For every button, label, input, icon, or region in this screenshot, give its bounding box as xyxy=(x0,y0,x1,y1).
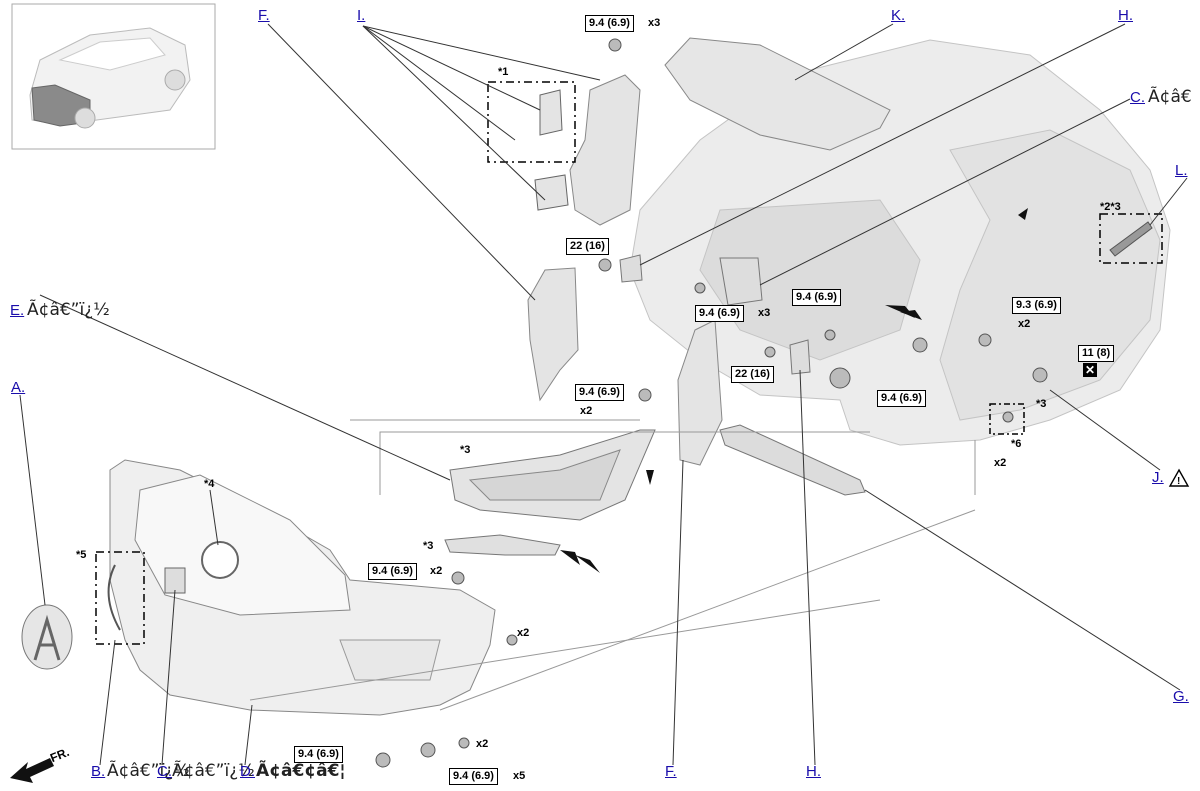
lower-trim xyxy=(444,534,561,556)
quantity: x2 xyxy=(430,565,443,577)
note-marker: *6 xyxy=(1011,438,1022,450)
quantity: x2 xyxy=(476,738,489,750)
torque-spec: 9.4 (6.9) xyxy=(695,305,744,322)
garbled-text-e: Ã¢â€”ï¿½ xyxy=(27,300,110,320)
front-arrow xyxy=(10,758,54,783)
note-marker: *3 xyxy=(423,540,434,552)
part-l-box xyxy=(1099,213,1163,264)
callout-g[interactable]: G. xyxy=(1173,688,1189,705)
garbled-text-c-bottom: Ã¢â€”ï¿½ xyxy=(172,761,255,781)
torque-spec: 9.3 (6.9) xyxy=(1012,297,1061,314)
callout-d[interactable]: D. xyxy=(240,763,255,780)
bracket-upper xyxy=(619,254,643,283)
note-marker: *5 xyxy=(76,549,87,561)
quantity: x3 xyxy=(758,307,771,319)
torque-spec: 9.4 (6.9) xyxy=(449,768,498,785)
quantity: x2 xyxy=(580,405,593,417)
quantity: x2 xyxy=(517,627,530,639)
bracket-lower xyxy=(789,339,811,375)
garbled-text-d: Ã¢â€¢â€¦ xyxy=(256,761,346,781)
bulkhead-cover xyxy=(664,37,891,151)
callout-l[interactable]: L. xyxy=(1175,162,1188,179)
torque-spec: 11 (8) xyxy=(1078,345,1115,362)
washer-reservoir xyxy=(569,74,641,226)
callout-h-top[interactable]: H. xyxy=(1118,7,1133,24)
washer-motor-box xyxy=(487,81,576,163)
torque-spec: 22 (16) xyxy=(566,238,609,255)
body-structure xyxy=(629,39,1171,446)
note-marker: *3 xyxy=(1036,398,1047,410)
part-6-box xyxy=(989,403,1025,435)
bumper-beam xyxy=(719,424,866,496)
garbled-text-c-top: Ã¢â€ xyxy=(1148,87,1192,107)
quantity: x2 xyxy=(994,457,1007,469)
callout-f-bottom[interactable]: F. xyxy=(665,763,677,780)
torque-spec: 9.4 (6.9) xyxy=(294,746,343,763)
callout-i[interactable]: I. xyxy=(357,7,366,24)
callout-j[interactable]: J. xyxy=(1152,469,1164,486)
callout-e[interactable]: E. xyxy=(10,302,25,319)
bracket-center xyxy=(719,257,763,306)
quantity: x2 xyxy=(1018,318,1031,330)
torque-spec: 9.4 (6.9) xyxy=(585,15,634,32)
callout-c-bottom[interactable]: C. xyxy=(157,763,172,780)
fasteners xyxy=(375,38,1048,768)
air-guide-left xyxy=(527,267,579,402)
note-marker: *3 xyxy=(460,444,471,456)
vehicle-thumbnail xyxy=(11,3,216,150)
callout-c-top[interactable]: C. xyxy=(1130,89,1145,106)
quantity: x5 xyxy=(513,770,526,782)
garbled-text-b: Ã¢â€”ï¿½ xyxy=(107,761,190,781)
torque-spec: 9.4 (6.9) xyxy=(575,384,624,401)
reference-lines xyxy=(249,419,976,711)
callout-a[interactable]: A. xyxy=(11,379,26,396)
svg-text:!: ! xyxy=(1177,476,1180,487)
do-not-reuse-icon: ✕ xyxy=(1083,363,1097,377)
note-marker: *1 xyxy=(498,66,509,78)
torque-spec: 9.4 (6.9) xyxy=(792,289,841,306)
warning-triangle-icon xyxy=(1168,468,1190,487)
note-marker: *4 xyxy=(204,478,215,490)
callout-b[interactable]: B. xyxy=(91,763,106,780)
callout-f-top[interactable]: F. xyxy=(258,7,270,24)
harness-box xyxy=(95,551,145,645)
leader-lines xyxy=(19,23,1188,766)
emblem xyxy=(21,604,73,670)
front-bumper xyxy=(109,459,496,716)
torque-spec: 9.4 (6.9) xyxy=(368,563,417,580)
torque-spec: 22 (16) xyxy=(731,366,774,383)
callout-k[interactable]: K. xyxy=(891,7,906,24)
torque-spec: 9.4 (6.9) xyxy=(877,390,926,407)
direction-arrow xyxy=(560,550,600,573)
note-marker: *2*3 xyxy=(1100,201,1121,213)
callout-h-bottom[interactable]: H. xyxy=(806,763,821,780)
quantity: x3 xyxy=(648,17,661,29)
